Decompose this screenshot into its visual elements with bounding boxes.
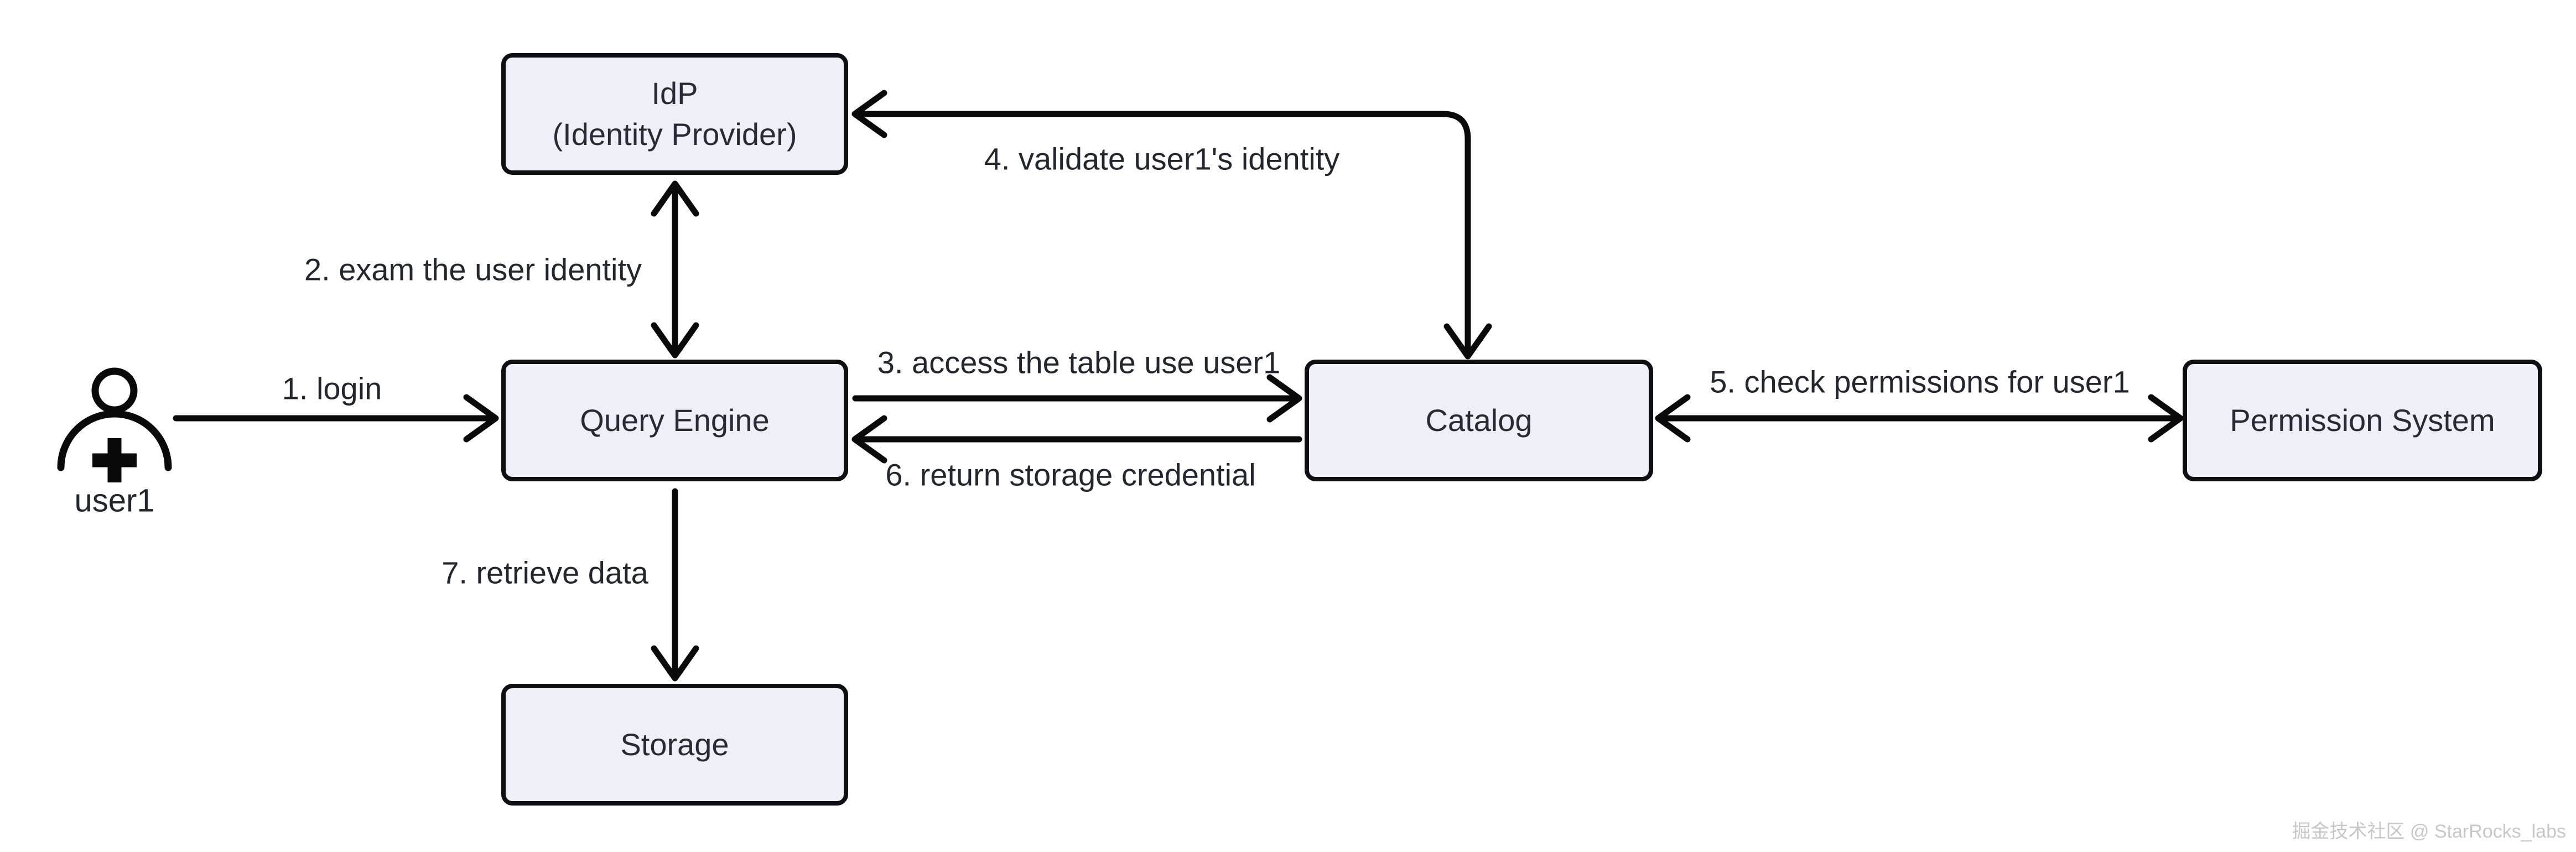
node-query-engine: Query Engine (501, 360, 848, 481)
arrowhead-left-icon (1655, 394, 1691, 443)
node-idp-label-line2: (Identity Provider) (552, 117, 797, 152)
node-permission-system: Permission System (2183, 360, 2542, 481)
actor-user1-label: user1 (74, 482, 155, 519)
node-catalog: Catalog (1305, 360, 1653, 481)
edge-retrieve-label: 7. retrieve data (442, 555, 648, 590)
edge-return (851, 415, 1302, 464)
arrowhead-down-icon (651, 645, 699, 682)
person-body (57, 410, 172, 471)
edge-validate (851, 90, 1492, 360)
node-storage-label: Storage (620, 727, 729, 762)
edge-return-label: 6. return storage credential (885, 457, 1256, 492)
person-head (91, 367, 138, 414)
person-plus-icon (57, 367, 172, 482)
node-query-engine-label: Query Engine (580, 403, 770, 438)
arrowhead-right-icon (463, 394, 499, 443)
arrowhead-right-icon (1266, 374, 1302, 423)
arrowhead-left-icon (851, 90, 887, 138)
edge-validate-label: 4. validate user1's identity (984, 141, 1340, 176)
edge-retrieve (651, 488, 699, 682)
arrowhead-down-icon (1443, 323, 1492, 360)
edge-access (852, 374, 1302, 423)
node-idp: IdP (Identity Provider) (501, 53, 848, 175)
watermark-text: 掘金技术社区 @ StarRocks_labs (2292, 821, 2566, 842)
arrowhead-up-icon (651, 180, 699, 217)
node-catalog-label: Catalog (1425, 403, 1533, 438)
edge-access-label: 3. access the table use user1 (877, 345, 1281, 380)
edge-check-label: 5. check permissions for user1 (1710, 364, 2130, 399)
node-idp-label-line1: IdP (651, 76, 698, 111)
edge-validate-line (858, 111, 1471, 355)
arrowhead-right-icon (2148, 394, 2184, 443)
person-plus (92, 438, 137, 482)
edge-check (1655, 394, 2184, 443)
edge-exam (651, 180, 699, 359)
edge-login (173, 394, 499, 443)
arrowhead-down-icon (651, 322, 699, 359)
node-permission-system-label: Permission System (2230, 403, 2495, 438)
node-storage: Storage (501, 684, 848, 806)
arrowhead-left-icon (851, 415, 887, 464)
edge-login-label: 1. login (282, 371, 382, 406)
edge-exam-label: 2. exam the user identity (304, 252, 642, 287)
